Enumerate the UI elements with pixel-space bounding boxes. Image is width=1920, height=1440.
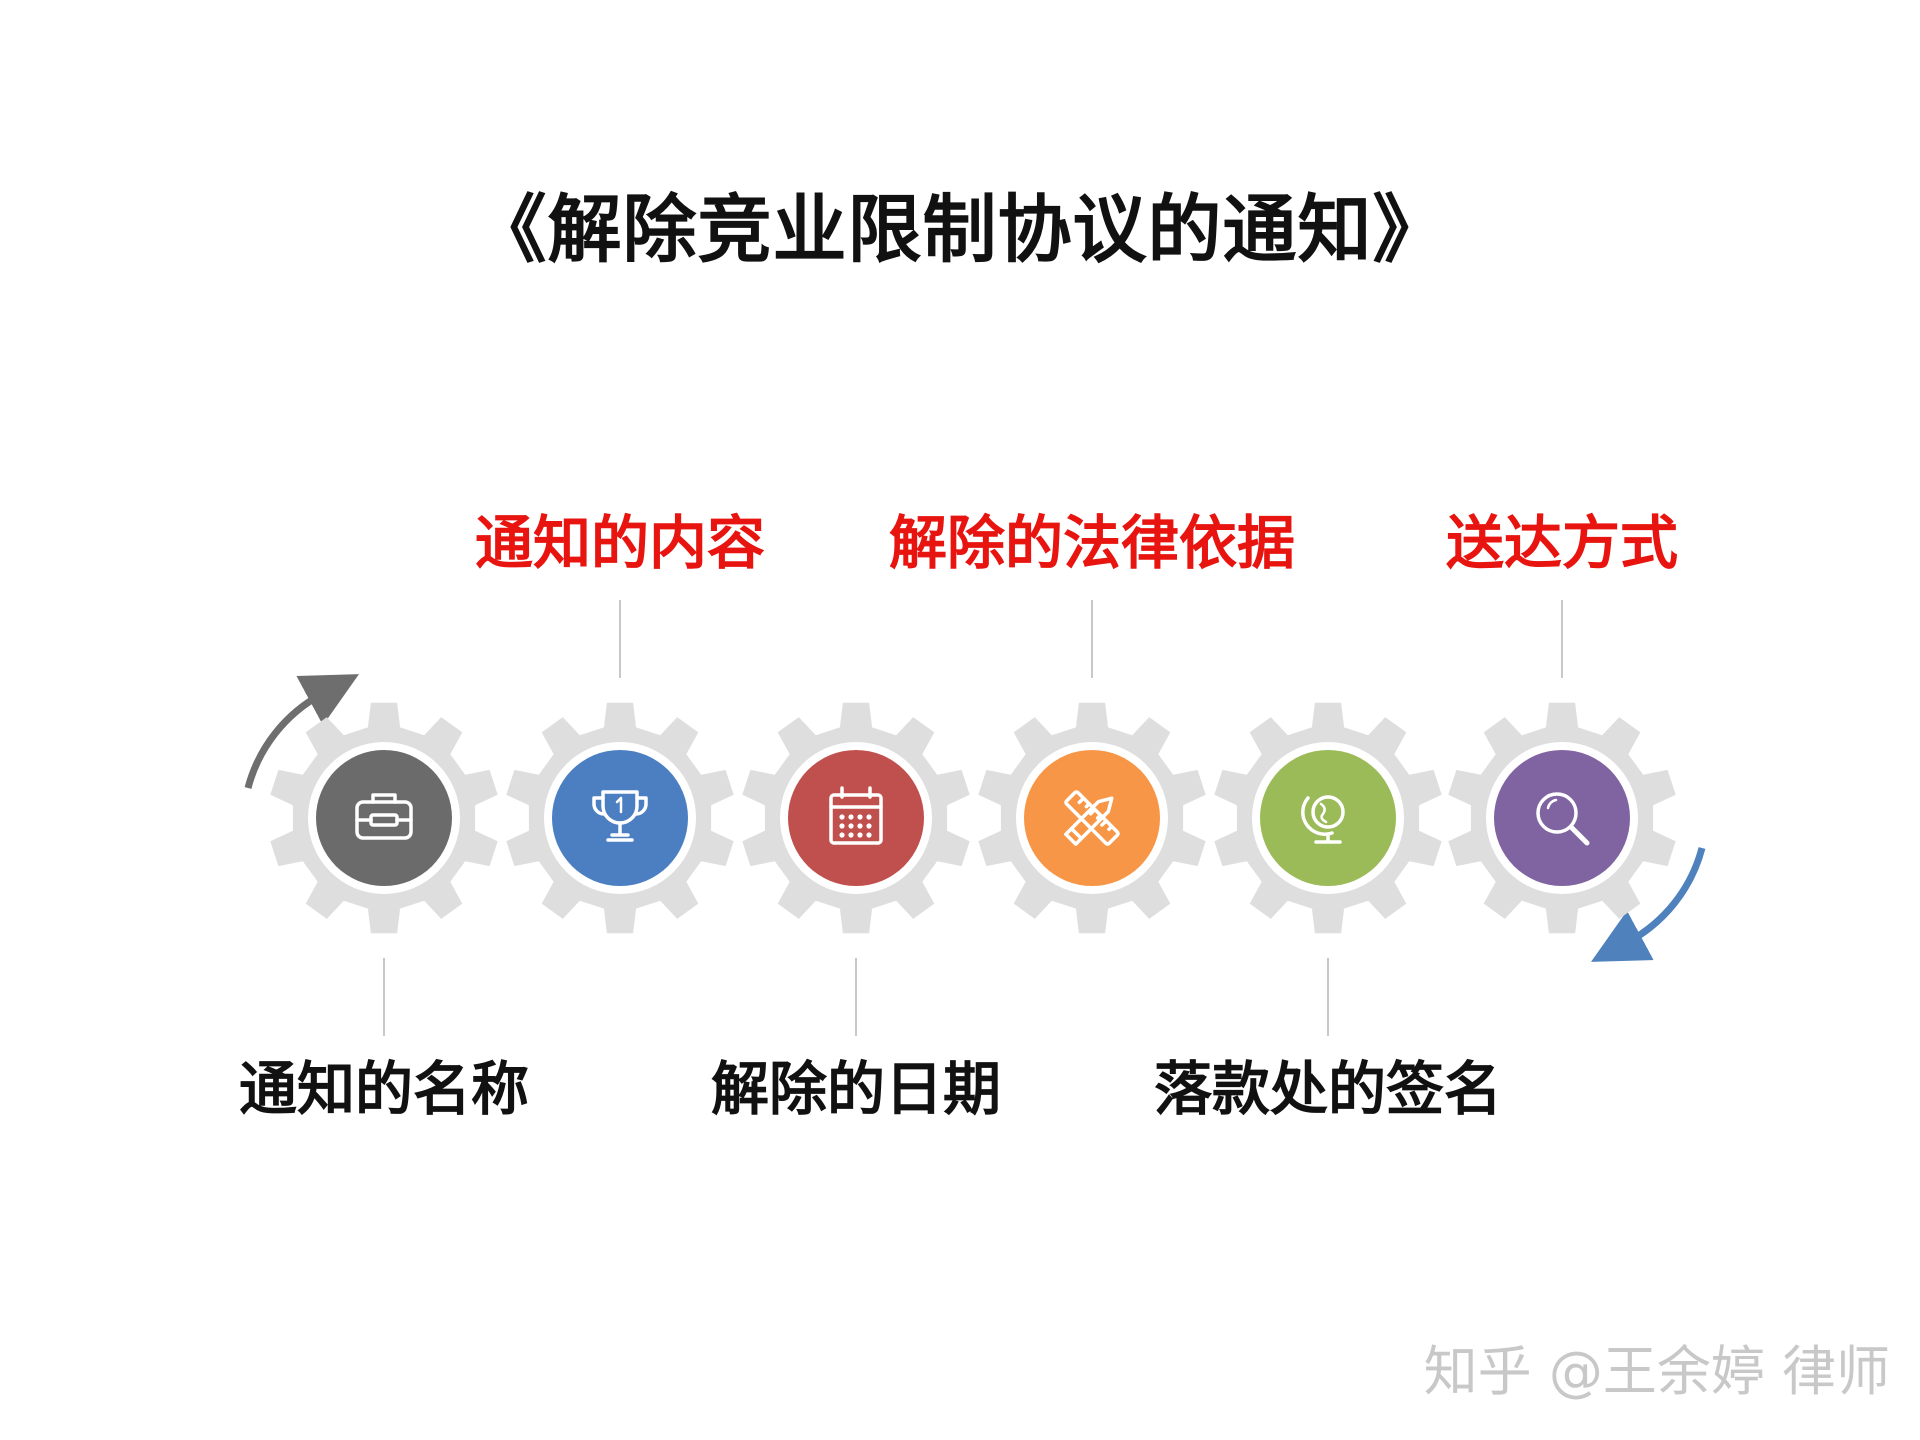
step-label-signature: 落款处的签名 bbox=[1153, 1055, 1503, 1123]
pencil-ruler-icon bbox=[1064, 790, 1120, 846]
calendar-icon bbox=[829, 786, 883, 845]
page-title: 《解除竞业限制协议的通知》 bbox=[472, 187, 1448, 273]
trophy-icon bbox=[592, 790, 648, 842]
step-label-legal-basis: 解除的法律依据 bbox=[888, 509, 1296, 577]
step-label-delivery: 送达方式 bbox=[1445, 509, 1679, 577]
step-circle-6 bbox=[1494, 750, 1630, 886]
magnifier-icon bbox=[1536, 792, 1590, 846]
gear-step-4 bbox=[978, 702, 1206, 934]
step-circle-5 bbox=[1260, 750, 1396, 886]
step-label-name: 通知的名称 bbox=[238, 1055, 530, 1123]
globe-icon bbox=[1301, 795, 1345, 844]
step-circle-3 bbox=[788, 750, 924, 886]
connector-lines bbox=[383, 600, 1563, 1036]
rotate-left-arrow-icon bbox=[244, 674, 359, 789]
gear-step-2 bbox=[506, 702, 734, 934]
watermark: 知乎 @王余婷 律师 bbox=[1423, 1340, 1890, 1403]
step-circle-2 bbox=[552, 750, 688, 886]
gear-step-5 bbox=[1214, 702, 1442, 934]
gear-step-6 bbox=[1448, 702, 1676, 934]
step-label-content: 通知的内容 bbox=[474, 509, 766, 577]
gear-step-3 bbox=[742, 702, 970, 934]
step-circle-4 bbox=[1024, 750, 1160, 886]
briefcase-icon bbox=[355, 793, 413, 840]
rotate-right-arrow-icon bbox=[1591, 847, 1706, 962]
gear-step-1 bbox=[270, 702, 498, 934]
step-label-date: 解除的日期 bbox=[710, 1055, 1002, 1123]
step-circle-1 bbox=[316, 750, 452, 886]
